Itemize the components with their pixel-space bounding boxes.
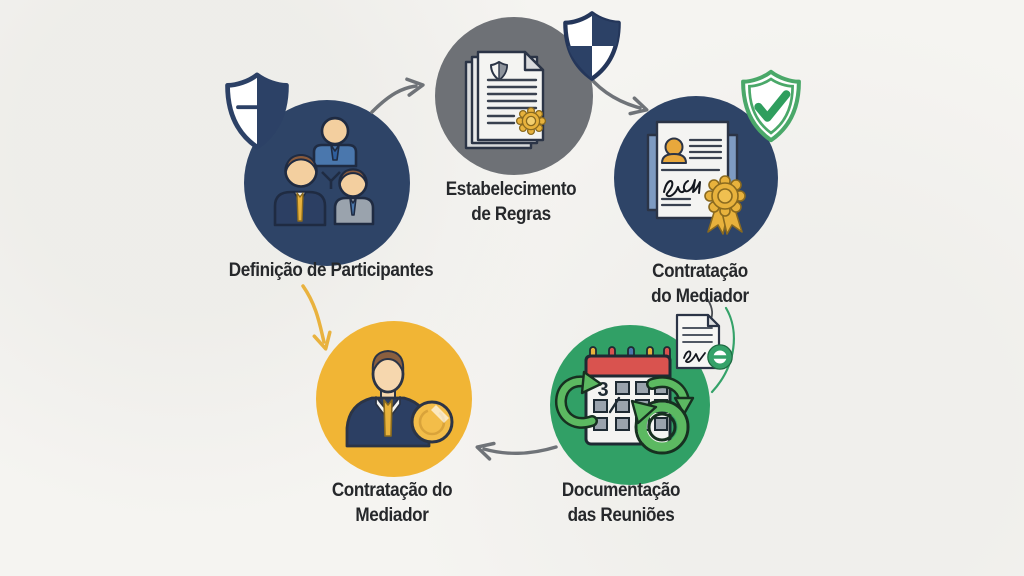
label-line: Mediador <box>355 505 429 526</box>
label-line: Documentação <box>561 480 681 501</box>
recurring-calendar-icon: 3 <box>555 346 695 455</box>
green-check-shield-icon <box>741 69 801 143</box>
gold-seal-icon <box>515 106 547 136</box>
recycle-ring-icon <box>630 399 690 455</box>
step-circle-documentacao-reunioes: 3 <box>550 325 710 485</box>
stamp-ring-icon <box>707 344 733 370</box>
label-line: das Reuniões <box>567 505 675 526</box>
step-circle-contratacao-mediador-2 <box>316 321 472 477</box>
recycle-arrow-top-icon <box>646 376 695 416</box>
arrow-reunioes-to-mediador <box>475 441 558 461</box>
step-circle-definicao-participantes <box>244 100 410 266</box>
team-of-participants-icon <box>273 116 375 227</box>
step-circle-contratacao-mediador <box>614 96 778 260</box>
recycle-arrow-left-icon <box>555 370 603 429</box>
half-filled-shield-icon <box>225 72 289 150</box>
step-label-estabelecimento-regras: Estabelecimento de Regras <box>446 177 577 227</box>
signed-document-stamp-icon <box>675 313 733 370</box>
coin-icon <box>410 400 454 444</box>
arrow-participantes-to-mediador <box>301 284 332 351</box>
award-ribbon-icon <box>704 175 746 235</box>
label-line: Contratação <box>652 261 748 282</box>
signature-scribble <box>663 179 701 198</box>
step-label-contratacao-mediador: Contratação do Mediador <box>651 259 749 309</box>
checkered-shield-icon <box>563 11 621 81</box>
label-line: do Mediador <box>651 286 749 307</box>
connector-green-curve <box>710 306 735 394</box>
arrow-definicao-to-regras <box>370 77 425 114</box>
step-circle-estabelecimento-regras <box>435 17 593 175</box>
step-label-documentacao-reunioes: Documentação das Reuniões <box>561 478 681 528</box>
label-line: Contratação do <box>331 480 453 501</box>
mediator-with-coin-icon <box>345 350 454 448</box>
signed-certificate-with-ribbon-icon <box>646 120 746 235</box>
rules-documents-with-seal-icon <box>464 50 547 150</box>
calendar-day-number: 3 <box>597 379 608 401</box>
step-label-contratacao-mediador-2: Contratação do Mediador <box>331 478 453 528</box>
label-line: de Regras <box>471 204 551 225</box>
label-line: Estabelecimento <box>445 179 577 200</box>
step-label-definicao-participantes: Definição de Participantes <box>228 260 434 281</box>
